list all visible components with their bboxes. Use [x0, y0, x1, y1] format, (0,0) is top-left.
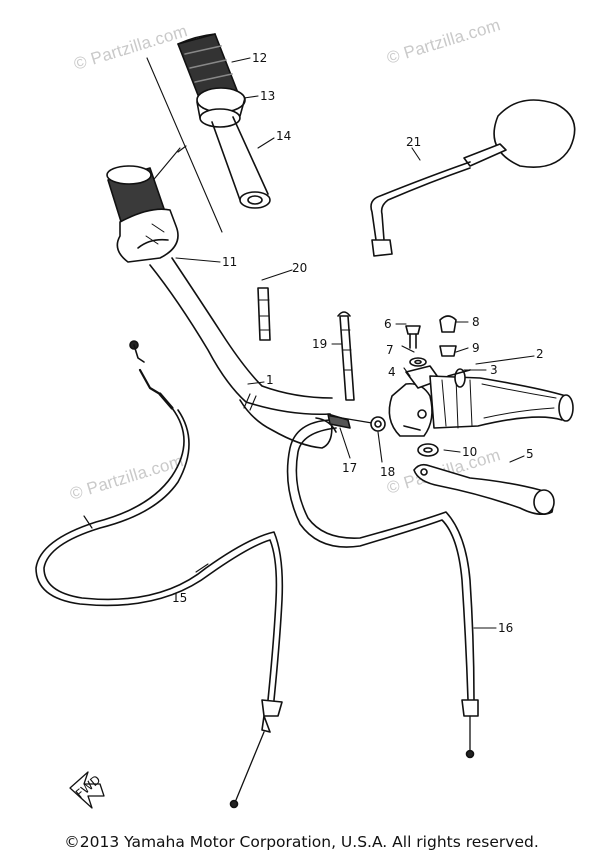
callout-3: 3: [490, 363, 498, 377]
callout-6: 6: [384, 317, 392, 331]
callout-4: 4: [388, 365, 396, 379]
lever-part-5: [413, 463, 555, 516]
callout-10: 10: [462, 445, 477, 459]
washer-part-7: [409, 357, 427, 367]
washer-part-9: [439, 345, 457, 357]
callout-19: 19: [312, 337, 327, 351]
callout-21: 21: [406, 135, 421, 149]
collar-part-3: [447, 368, 471, 388]
callout-18: 18: [380, 465, 395, 479]
screw-part-6: [405, 325, 421, 349]
band-part-19: [337, 311, 355, 401]
callout-16: 16: [498, 621, 513, 635]
grip-part-2: [429, 375, 574, 429]
callout-7: 7: [386, 343, 394, 357]
callout-11: 11: [222, 255, 237, 269]
callout-15: 15: [172, 591, 187, 605]
throttle-tube-part-14: [211, 116, 271, 209]
collar-part-13: [196, 87, 246, 128]
nut-part-10: [417, 443, 439, 457]
mirror-part-21: [370, 99, 576, 257]
callout-2: 2: [536, 347, 544, 361]
left-grip-housing-part-11: [106, 165, 179, 263]
cap-part-8: [439, 315, 457, 333]
callout-8: 8: [472, 315, 480, 329]
throttle-cable-part-15: [35, 340, 284, 809]
callout-9: 9: [472, 341, 480, 355]
handlebar-part-1: [149, 257, 337, 449]
callout-1: 1: [266, 373, 274, 387]
callout-17: 17: [342, 461, 357, 475]
callout-20: 20: [292, 261, 307, 275]
clutch-cable-part-16: [286, 419, 479, 759]
callout-5: 5: [526, 447, 534, 461]
forward-arrow-icon: [69, 771, 105, 809]
copyright-notice: ©2013 Yamaha Motor Corporation, U.S.A. A…: [64, 833, 539, 851]
locknut-part-18: [370, 416, 386, 432]
band-part-20: [257, 287, 271, 341]
callout-14: 14: [276, 129, 291, 143]
cable-adjuster-part-17: [327, 413, 379, 429]
lever-holder-part-4: [388, 365, 441, 437]
callout-12: 12: [252, 51, 267, 65]
callout-13: 13: [260, 89, 275, 103]
